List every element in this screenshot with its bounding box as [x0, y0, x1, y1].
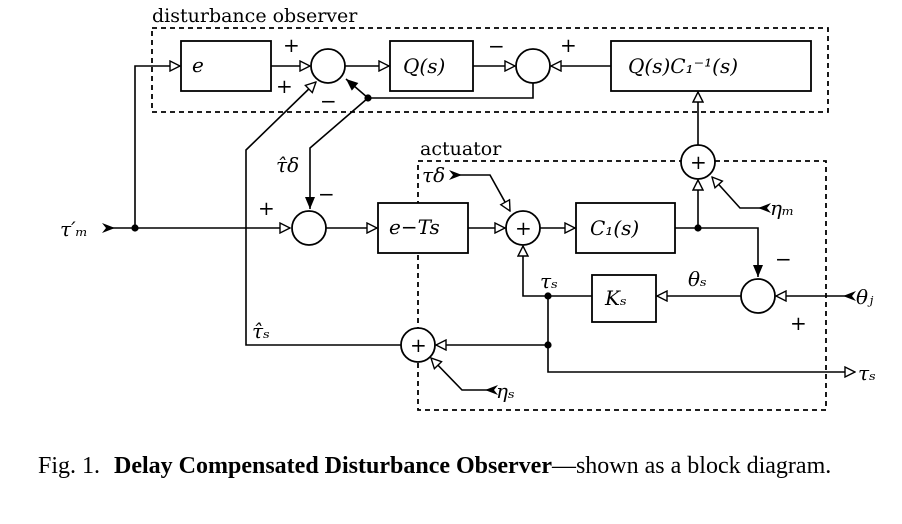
figure-caption: Fig. 1. Delay Compensated Disturbance Obs… — [38, 452, 886, 480]
caption-label: Fig. 1. — [38, 453, 101, 479]
sign-minus: − — [488, 34, 505, 58]
wire-tau-delta-in — [455, 175, 510, 211]
junction-dot — [694, 224, 702, 232]
sum-junction-4-symbol: + — [515, 216, 532, 240]
svg-text:e−Ts: e−Ts — [389, 215, 440, 239]
svg-text:Kₛ: Kₛ — [604, 286, 627, 310]
q-filter-block: Q(s) — [389, 40, 474, 92]
signal-eta-s: ηₛ — [496, 379, 515, 403]
sum-junction-1 — [310, 48, 346, 84]
wire-tau-delta-hat — [305, 97, 369, 209]
delay-block-top: e — [180, 40, 272, 92]
svg-text:Q(s): Q(s) — [403, 54, 445, 78]
sign-minus: − — [318, 182, 335, 206]
sign-plus: + — [276, 74, 293, 98]
wire-tau-s-branch — [547, 296, 855, 372]
signal-theta-j: θⱼ — [856, 285, 874, 309]
wire-tau-s-hat — [245, 82, 401, 346]
wire-eta-m-in — [712, 177, 765, 208]
sign-plus: + — [283, 33, 300, 57]
actuator-frame — [417, 160, 827, 411]
ks-block: Kₛ — [591, 274, 657, 323]
caption-title: Delay Compensated Disturbance Observer — [114, 453, 552, 479]
c1-block: C₁(s) — [575, 202, 676, 254]
sign-plus: + — [258, 196, 275, 220]
sum-junction-7-symbol: + — [410, 333, 427, 357]
signal-tau-s-hat: τ̂ₛ — [252, 319, 270, 343]
wire-branch-up — [134, 66, 180, 228]
disturbance-observer-frame — [151, 27, 829, 113]
svg-text:Q(s)C₁⁻¹(s): Q(s)C₁⁻¹(s) — [628, 54, 738, 78]
signal-tau-delta-hat: τ̂δ — [276, 153, 299, 177]
signal-tau-s-out: τₛ — [858, 361, 876, 385]
junction-dot — [364, 94, 372, 102]
signal-tau-delta: τδ — [422, 163, 445, 187]
wire-sum2-feedback — [345, 78, 534, 99]
sign-plus: + — [560, 33, 577, 57]
sign-minus: − — [320, 89, 337, 113]
sign-minus: − — [775, 247, 792, 271]
wire-ks-sum4 — [523, 246, 592, 297]
signal-tau-m-prime: τ′ₘ — [60, 217, 88, 241]
actuator-label: actuator — [420, 138, 502, 160]
q-c1-inverse-block: Q(s)C₁⁻¹(s) — [610, 40, 812, 92]
delay-block-main: e−Ts — [377, 202, 469, 254]
sum-junction-2 — [515, 48, 551, 84]
sum-junction-3 — [291, 210, 327, 246]
wire-eta-s-in — [431, 358, 492, 390]
junction-dot — [544, 341, 552, 349]
signal-theta-s: θₛ — [688, 267, 707, 291]
junction-dot — [544, 292, 552, 300]
caption-rest: —shown as a block diagram. — [551, 453, 832, 479]
sum-junction-6 — [740, 278, 776, 314]
sum-junction-5-symbol: + — [690, 150, 707, 174]
wire-c1-out — [675, 227, 763, 277]
junction-dot — [131, 224, 139, 232]
svg-text:e: e — [192, 53, 204, 77]
disturbance-observer-label: disturbance observer — [152, 5, 358, 27]
block-diagram: disturbance observer actuator e Q(s) Q(s… — [60, 5, 876, 411]
signal-eta-m: ηₘ — [770, 196, 794, 220]
signal-tau-s-inner: τₛ — [540, 269, 558, 293]
svg-text:C₁(s): C₁(s) — [590, 216, 639, 240]
sign-plus: + — [790, 311, 807, 335]
